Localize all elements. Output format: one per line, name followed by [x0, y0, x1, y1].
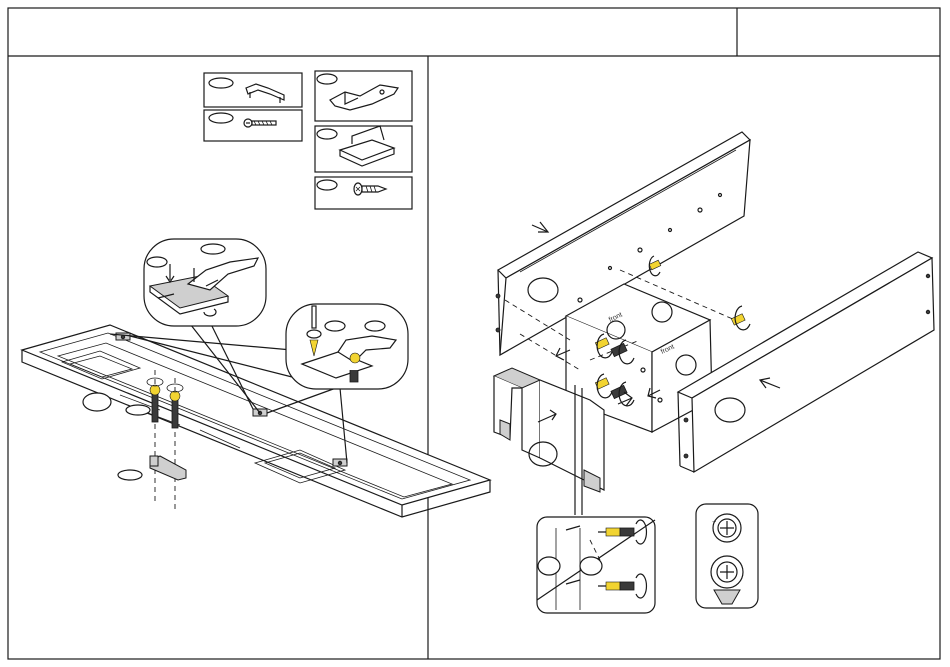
- part-box-hinge-plate: [315, 126, 412, 172]
- part-box-hinge: [315, 71, 412, 121]
- part-box-wood-screw: [315, 177, 412, 209]
- door-part-labels: [83, 393, 150, 480]
- screwdriver-tip-legend: −: [696, 504, 758, 608]
- part-box-screw: [204, 110, 302, 141]
- tip-symbol-minus: −: [712, 519, 716, 526]
- part-box-handle: [204, 73, 302, 107]
- screw-depth-detail-callout: [537, 517, 655, 613]
- door-panel: [22, 325, 490, 517]
- parts-legend: [204, 71, 412, 209]
